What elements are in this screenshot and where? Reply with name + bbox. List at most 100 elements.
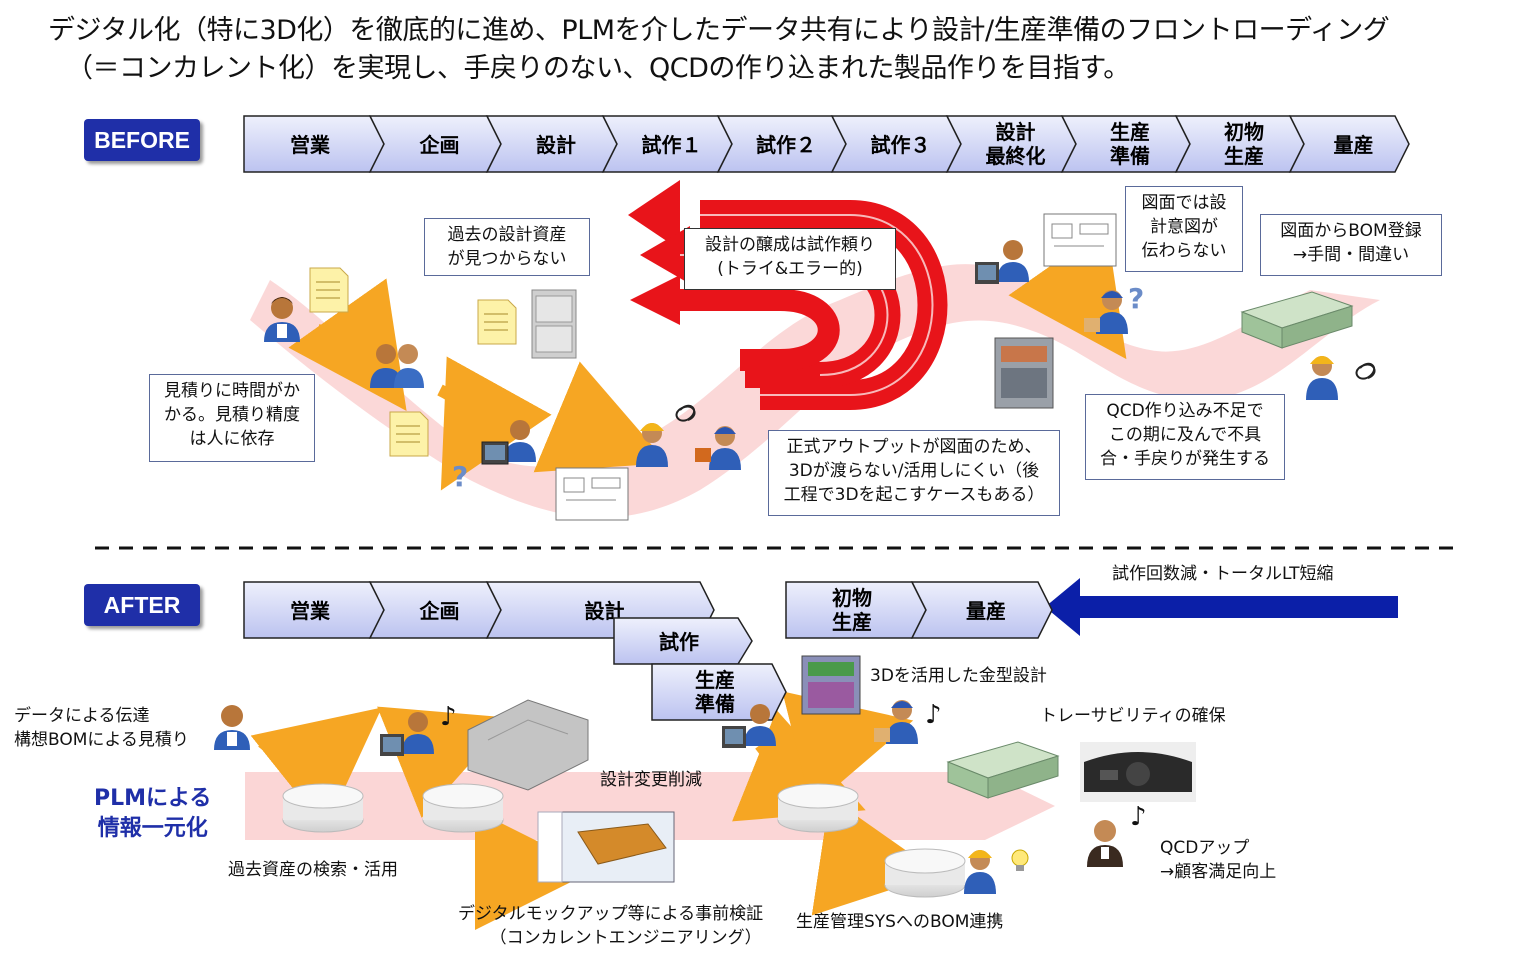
person-icon [214, 705, 250, 750]
after-step-prep-shape [651, 663, 787, 721]
callout-line: 合・手戻りが発生する [1100, 449, 1270, 469]
database-icon [884, 848, 966, 898]
drawing-icon [555, 467, 629, 521]
bulb-icon [1011, 849, 1029, 871]
database-icon [777, 783, 859, 833]
after-process-steps: 営業企画設計試作生産準備初物生産量産 [243, 581, 1053, 721]
document-icon [389, 411, 429, 457]
worker-icon [1306, 356, 1338, 400]
callout-line: かる。見積り精度 [164, 405, 300, 425]
label-line: →顧客満足向上 [1160, 862, 1277, 882]
document-icon [477, 299, 517, 345]
music-note-icon: ♪ [925, 700, 942, 730]
headline-line2: （＝コンカレント化）を実現し、手戻りのない、QCDの作り込まれた製品作りを目指す… [66, 53, 1130, 84]
after-step-trial-label: 試作 [659, 630, 699, 654]
after-step-right-2-label: 量産 [966, 599, 1006, 623]
label-line: データによる伝達 [14, 706, 150, 726]
label-line: QCDアップ [1160, 838, 1250, 858]
after-step-prep-label: 生産 [695, 668, 735, 692]
worker-icon [874, 700, 918, 744]
design-change-label: 設計変更削減 [600, 770, 702, 790]
callout-estimate: 見積りに時間がか かる。見積り精度 は人に依存 [149, 374, 315, 462]
callout-brewing: 設計の醸成は試作頼り (トライ&エラー的) [684, 228, 896, 290]
callout-qcd: QCD作り込み不足で この期に及んで不具 合・手戻りが発生する [1085, 394, 1285, 480]
music-note-icon: ♪ [1130, 802, 1147, 832]
bom-link-label: 生産管理SYSへのBOM連携 [796, 912, 1004, 932]
person-icon [1087, 820, 1123, 867]
label-line: （コンカレントエンジニアリング） [489, 928, 762, 948]
computer-icon [722, 704, 776, 748]
worker-icon [964, 850, 996, 894]
after-step-right-2-shape [910, 581, 1053, 639]
plm-label: PLMによる 情報一元化 [94, 784, 211, 844]
mockup-screen-icon [537, 811, 675, 883]
mold-design-label: 3Dを活用した金型設計 [870, 666, 1047, 686]
callout-line: 工程で3Dを起こすケースもある） [783, 485, 1045, 505]
music-note-icon: ♪ [440, 702, 457, 732]
computer-icon [380, 712, 434, 756]
callout-line: 図面からBOM登録 [1280, 221, 1422, 241]
database-icon [422, 783, 504, 833]
computer-icon [975, 240, 1029, 284]
callout-line: この期に及んで不具 [1108, 425, 1262, 445]
before-badge: BEFORE [84, 119, 200, 161]
label-line: デジタルモックアップ等による事前検証 [458, 904, 764, 924]
worker-icon [636, 423, 668, 467]
mold-icon [994, 337, 1054, 409]
cabinet-icon [531, 289, 577, 359]
before-step-8-label: 生産 [1110, 120, 1150, 144]
callout-design-intent: 図面では設 計意図が 伝わらない [1125, 186, 1243, 272]
callout-line: 過去の設計資産 [447, 225, 567, 245]
lt-reduction-label: 試作回数減・トータルLT短縮 [1112, 564, 1334, 584]
database-icon [282, 783, 364, 833]
before-step-7-label: 最終化 [986, 144, 1046, 168]
person-icon [264, 297, 300, 342]
after-badge: AFTER [84, 584, 200, 626]
callout-line: (トライ&エラー的) [717, 259, 863, 279]
before-step-3-label: 設計 [536, 133, 576, 157]
callout-line: 計意図が [1150, 217, 1218, 237]
callout-bom-register: 図面からBOM登録 →手間・間違い [1260, 214, 1442, 276]
after-step-1-label: 営業 [290, 599, 331, 623]
part-3d-icon [467, 699, 589, 791]
callout-line: QCD作り込み不足で [1106, 401, 1264, 421]
before-step-10-shape [1288, 115, 1410, 173]
before-step-8-label: 準備 [1110, 144, 1150, 168]
past-search-label: 過去資産の検索・活用 [228, 860, 398, 880]
before-orange-arrows [288, 226, 1127, 491]
mockup-label: デジタルモックアップ等による事前検証 （コンカレントエンジニアリング） [458, 902, 763, 950]
traceability-label: トレーサビリティの確保 [1040, 706, 1226, 726]
question-icon: ? [1128, 282, 1145, 315]
after-step-right-1-label: 生産 [832, 610, 872, 634]
callout-past-assets: 過去の設計資産 が見つからない [424, 218, 590, 276]
after-step-right-1-label: 初物 [832, 586, 872, 610]
before-step-1-label: 営業 [290, 133, 331, 157]
worker-icon [695, 426, 741, 470]
lt-reduction-arrow [1045, 578, 1398, 636]
after-step-2-label: 企画 [419, 599, 460, 623]
before-step-4-label: 試作１ [642, 133, 702, 157]
callout-line: 見積りに時間がか [164, 381, 300, 401]
label-line: PLMによる [94, 786, 212, 811]
callout-output: 正式アウトプットが図面のため、 3Dが渡らない/活用しにくい（後 工程で3Dを起… [768, 430, 1060, 516]
qcd-up-label: QCDアップ →顧客満足向上 [1160, 836, 1276, 884]
factory-icon [1240, 291, 1354, 349]
callout-line: 伝わらない [1141, 241, 1227, 261]
mold-icon [801, 655, 861, 715]
after-step-prep-label: 準備 [695, 692, 735, 716]
callout-line: 正式アウトプットが図面のため、 [786, 437, 1042, 457]
callout-line: 図面では設 [1141, 193, 1227, 213]
computer-icon [481, 420, 536, 465]
question-icon: ? [452, 460, 469, 493]
car-dashboard-icon [1080, 742, 1196, 802]
callout-line: →手間・間違い [1292, 245, 1410, 265]
callout-line: が見つからない [447, 249, 567, 269]
headline: デジタル化（特に3D化）を徹底的に進め、PLMを介したデータ共有により設計/生産… [48, 12, 1390, 88]
before-step-9-label: 生産 [1224, 144, 1264, 168]
headline-line1: デジタル化（特に3D化）を徹底的に進め、PLMを介したデータ共有により設計/生産… [48, 15, 1390, 46]
before-step-7-label: 設計 [996, 120, 1036, 144]
before-step-5-label: 試作２ [756, 133, 816, 157]
label-line: 情報一元化 [97, 816, 208, 841]
worker-icon [1084, 290, 1128, 334]
